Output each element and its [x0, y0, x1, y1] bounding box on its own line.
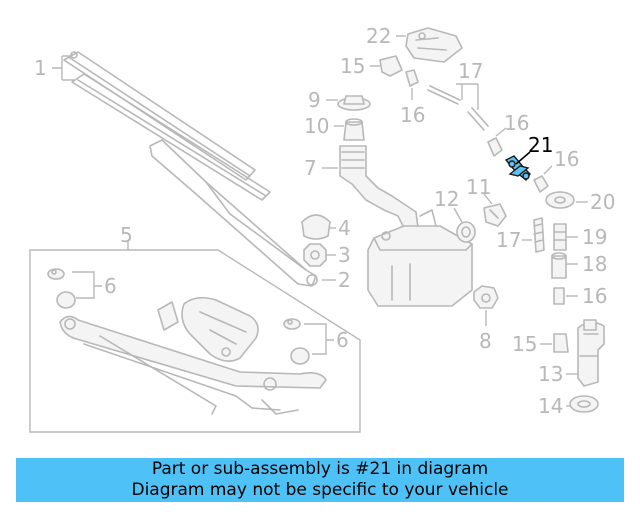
callout-leader-6b [304, 323, 334, 355]
banner-line-2: Diagram may not be specific to your vehi… [131, 480, 509, 500]
callout-16b: 16 [504, 111, 529, 135]
callout-21: 21 [528, 133, 553, 157]
callout-17b: 17 [496, 228, 521, 252]
callout-7: 7 [304, 156, 317, 180]
pump-grommet [456, 221, 476, 243]
callout-leader-21 [515, 151, 531, 165]
washer-pump [577, 319, 605, 387]
callout-leader-16c [543, 165, 553, 175]
washer-filler-neck [339, 145, 419, 229]
callout-2: 2 [338, 268, 351, 292]
washer-cap [337, 95, 371, 111]
wiper-arm [149, 139, 318, 287]
callout-14: 14 [538, 394, 563, 418]
callout-12: 12 [434, 187, 459, 211]
level-sensor [483, 203, 507, 227]
callout-16c: 16 [554, 147, 579, 171]
callout-4: 4 [338, 216, 351, 240]
wiper-blade-assembly [63, 51, 271, 201]
connector-18 [551, 252, 567, 279]
callout-8: 8 [479, 329, 492, 353]
pump-seal [569, 395, 599, 413]
washer-reservoir [367, 209, 473, 307]
callout-10: 10 [304, 114, 329, 138]
hose-connector-mid [487, 137, 503, 157]
callout-leader-1 [52, 55, 76, 81]
linkage-bushing-right [283, 318, 310, 365]
callout-leader-12 [453, 207, 463, 223]
highlighted-part-21 [504, 155, 531, 182]
hose-connector-right [533, 175, 549, 193]
callout-leader-11 [483, 193, 493, 205]
linkage-bushing-left [47, 268, 76, 309]
callout-18: 18 [582, 252, 607, 276]
callout-leader-16b [495, 127, 507, 137]
callout-16a: 16 [400, 103, 425, 127]
callout-leader-17a [456, 83, 479, 110]
callout-6b: 6 [336, 328, 349, 352]
callout-11: 11 [466, 175, 491, 199]
info-banner: Part or sub-assembly is #21 in diagram D… [16, 458, 624, 502]
connector-19 [553, 223, 567, 251]
callout-19: 19 [582, 225, 607, 249]
linkage-group-frame [29, 249, 361, 433]
callout-16d: 16 [582, 284, 607, 308]
callout-9: 9 [308, 88, 321, 112]
grommet-20 [545, 191, 575, 209]
hose-connector-upper [405, 69, 419, 87]
callout-5: 5 [120, 223, 133, 247]
hose-connector-lower [553, 287, 565, 305]
callout-15a: 15 [340, 54, 365, 78]
callout-22: 22 [366, 24, 391, 48]
callout-13: 13 [538, 362, 563, 386]
callout-6a: 6 [104, 274, 117, 298]
callout-leader-6a [72, 271, 102, 299]
reservoir-grommet [473, 285, 499, 309]
callout-20: 20 [590, 190, 615, 214]
washer-nozzle-cover [405, 27, 463, 63]
hose-17-right [533, 217, 545, 253]
callout-1: 1 [34, 56, 47, 80]
washer-hose [427, 85, 489, 131]
cap-seal [343, 118, 365, 141]
callout-3: 3 [338, 243, 351, 267]
parts-diagram: 1 2 3 4 5 6 6 [29, 24, 615, 433]
nozzle-upper [379, 55, 403, 77]
arm-nut [303, 243, 327, 267]
wiper-linkage-motor [59, 296, 327, 415]
nozzle-lower [553, 333, 569, 353]
callout-17a: 17 [458, 59, 483, 83]
arm-cap [301, 214, 331, 240]
callout-15b: 15 [512, 332, 537, 356]
banner-line-1: Part or sub-assembly is #21 in diagram [151, 459, 489, 479]
